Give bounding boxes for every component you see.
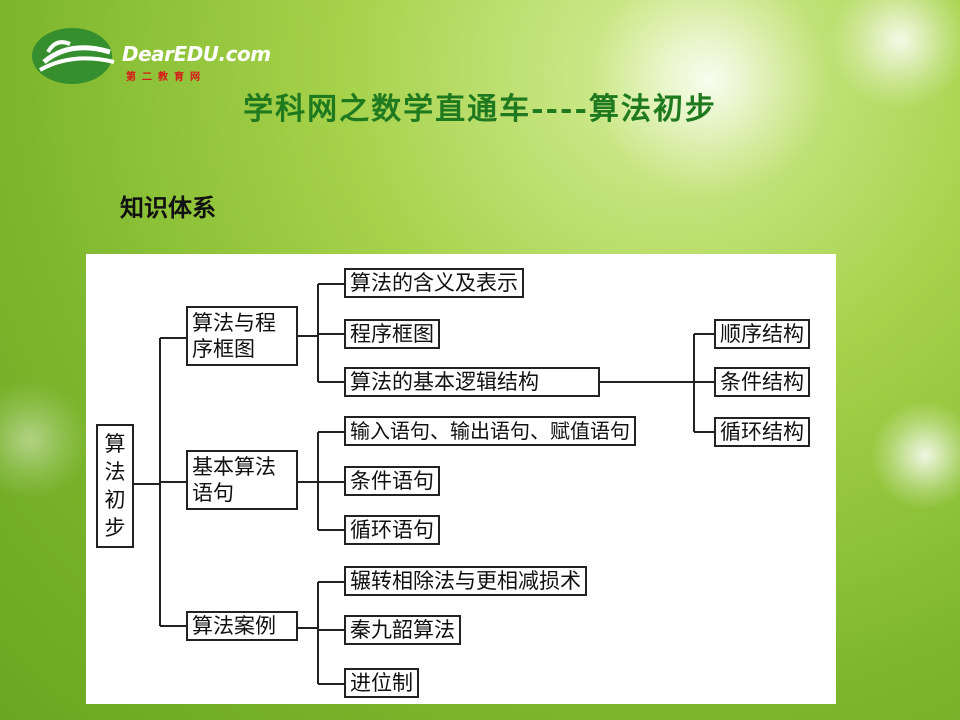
node-flowchart: 程序框图	[344, 319, 440, 349]
node-sequence-structure: 顺序结构	[714, 319, 810, 349]
node-number-base: 进位制	[344, 668, 419, 698]
connector-lines	[134, 283, 714, 685]
logo-subtext: 第二教育网	[126, 72, 206, 83]
light-glow	[0, 380, 90, 500]
site-logo: DearEDU.com 第二教育网	[30, 22, 271, 92]
light-glow	[870, 400, 960, 510]
slide-title: 学科网之数学直通车----算法初步	[243, 92, 717, 127]
node-algorithm-flowchart: 算法与程序框图	[186, 306, 298, 366]
logo-emblem-icon	[32, 28, 115, 84]
node-euclid-method: 辗转相除法与更相减损术	[344, 566, 587, 596]
section-heading: 知识体系	[120, 193, 216, 222]
node-loop-statement: 循环语句	[344, 515, 440, 545]
light-glow	[590, 0, 830, 200]
node-loop-structure: 循环结构	[714, 417, 810, 447]
logo-text: DearEDU.com	[122, 42, 271, 66]
node-qin-jiushao: 秦九韶算法	[344, 615, 461, 645]
node-io-assignment-statements: 输入语句、输出语句、赋值语句	[344, 416, 636, 446]
node-algorithm-cases: 算法案例	[186, 611, 298, 641]
root-node: 算法初步	[96, 424, 134, 548]
node-algorithm-meaning: 算法的含义及表示	[344, 268, 524, 298]
node-logic-structures: 算法的基本逻辑结构	[344, 367, 600, 397]
node-basic-statements: 基本算法语句	[186, 450, 298, 510]
node-condition-structure: 条件结构	[714, 367, 810, 397]
knowledge-diagram: 算法初步 算法与程序框图 基本算法语句 算法案例 算法的含义及表示 程序框图 算…	[86, 254, 836, 704]
node-conditional-statement: 条件语句	[344, 466, 440, 496]
